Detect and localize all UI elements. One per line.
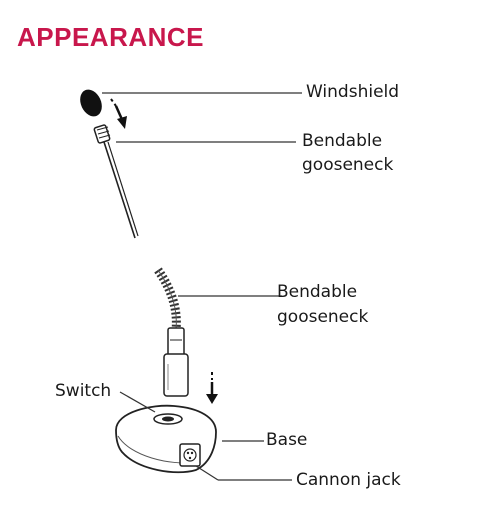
mic-capsule-illustration [93, 124, 111, 144]
gooseneck-upper-illustration [103, 141, 139, 239]
leader-lines [102, 92, 302, 481]
base-label: Base [266, 430, 308, 450]
down-arrow-upper-icon [110, 98, 127, 129]
down-arrow-lower-icon [206, 372, 218, 404]
cannon-jack-leader-line [195, 465, 219, 481]
windshield-illustration [80, 89, 102, 117]
gooseneck-bottom-label-line1: Bendable [277, 282, 358, 302]
gooseneck-top-label-line1: Bendable [302, 131, 383, 151]
gooseneck-lower-illustration [154, 267, 181, 331]
cannon-jack-socket-illustration [179, 443, 201, 467]
xlr-connector-illustration [163, 327, 189, 397]
switch-leader-line [119, 391, 156, 413]
windshield-label: Windshield [306, 82, 400, 102]
gooseneck-bottom-label-line2: gooseneck [277, 307, 369, 327]
switch-label: Switch [55, 381, 112, 401]
gooseneck-top-label-line2: gooseneck [302, 155, 394, 175]
cannon-jack-label: Cannon jack [296, 470, 401, 490]
page-title: APPEARANCE [17, 22, 205, 52]
base-illustration [115, 404, 217, 474]
